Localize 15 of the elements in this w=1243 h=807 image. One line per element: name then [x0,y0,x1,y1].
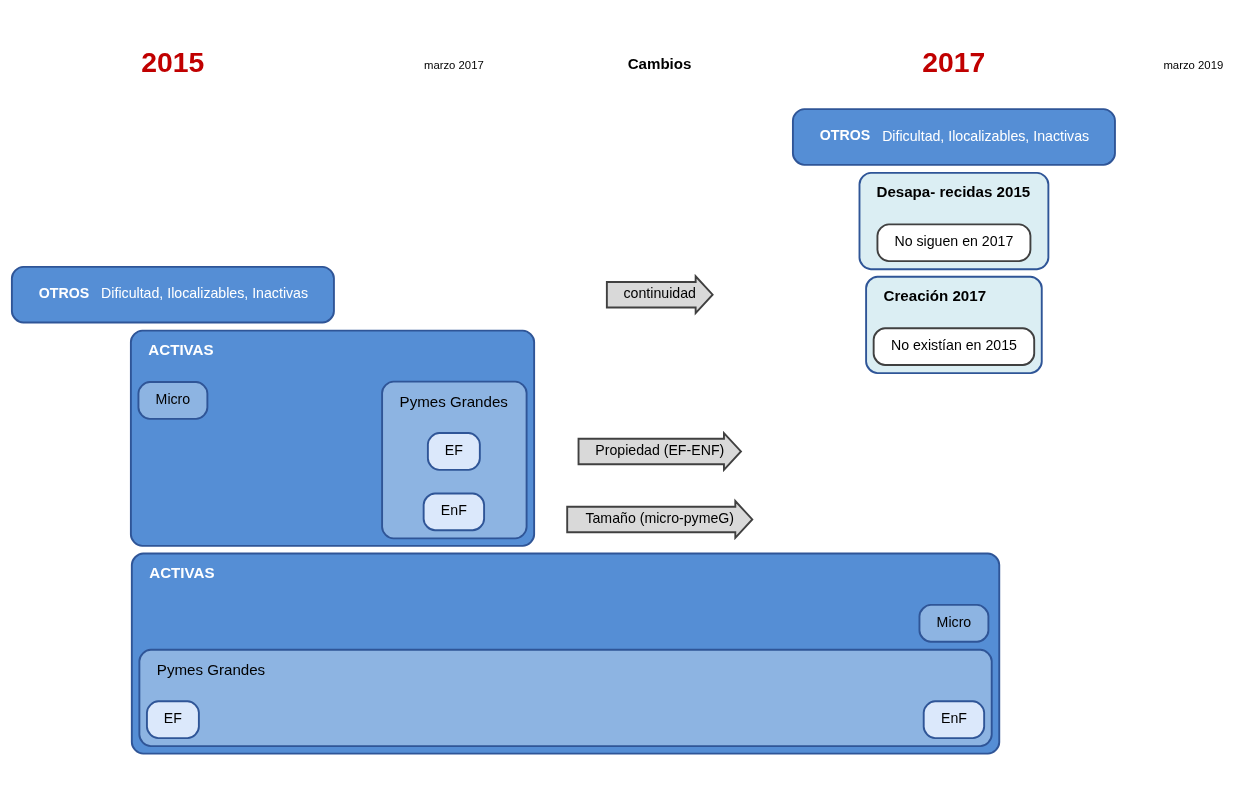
node-box: Micro [918,603,990,643]
label: marzo 2019 [1163,58,1224,71]
node-box: OTROS Dificultad, Ilocalizables, Inactivas [791,107,1116,166]
label: marzo 2017 [423,58,484,71]
node-box: OTROS Dificultad, Ilocalizables, Inactivas [10,265,335,323]
node-box: EnF [922,699,986,739]
node-box: Micro [137,380,209,420]
label: 2015 [141,45,205,78]
label: 2017 [922,45,986,78]
node-box: EF [146,699,200,739]
node-box: EF [426,431,481,471]
node-box: No existían en 2015 [872,326,1036,366]
node-box: EnF [422,492,486,531]
node-box: No siguen en 2017 [876,222,1032,262]
label: Cambios [627,54,692,72]
